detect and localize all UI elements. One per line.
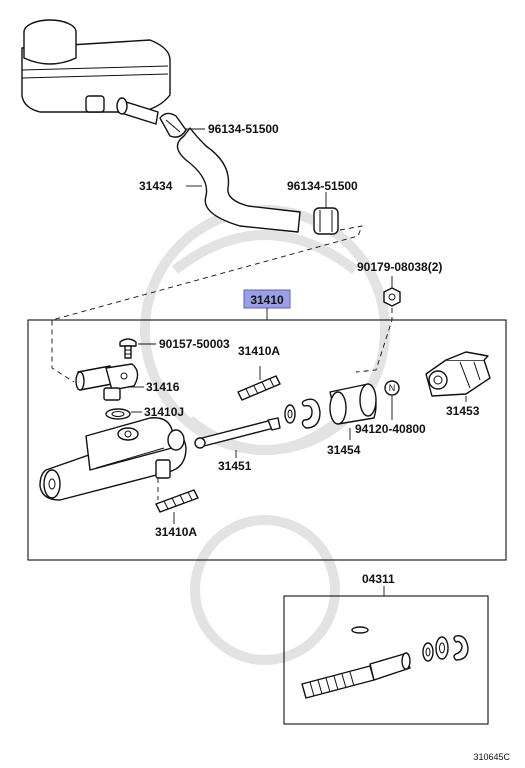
nut-dashline	[355, 308, 393, 373]
master-cylinder-body	[39, 417, 187, 501]
reservoir-union	[75, 363, 139, 401]
label-oring: 94120-40800	[355, 422, 426, 436]
label-boot: 31454	[327, 443, 361, 457]
label-clip-mid: 96134-51500	[287, 179, 358, 193]
nut-symbol-letter: N	[389, 383, 396, 393]
nut-symbol-n: N	[384, 380, 400, 396]
label-stud-upper: 31410A	[238, 344, 280, 358]
label-assembly: 31410	[250, 293, 284, 307]
label-nut: 90179-08038(2)	[357, 260, 442, 274]
kit-piston-assembly	[301, 652, 411, 699]
label-rod: 31451	[218, 459, 252, 473]
nut	[383, 287, 401, 307]
grommet-inner	[111, 411, 125, 417]
union-screw	[119, 338, 137, 359]
label-hose: 31434	[139, 179, 173, 193]
reservoir-hose	[176, 127, 301, 233]
hose-routing-dashline	[51, 225, 363, 383]
figure-code: 310645C	[473, 752, 510, 762]
clevis	[425, 351, 491, 397]
kit-washers	[422, 635, 469, 662]
stud-upper	[237, 375, 281, 401]
label-grommet: 31410J	[144, 405, 184, 419]
label-screw: 90157-50003	[159, 337, 230, 351]
assembly-frame	[27, 319, 507, 561]
hose-clip-middle	[313, 207, 339, 235]
label-union: 31416	[146, 380, 180, 394]
push-rod	[194, 417, 281, 449]
reservoir-tank	[21, 19, 171, 113]
kit-frame	[283, 595, 489, 725]
label-clevis: 31453	[446, 404, 480, 418]
label-stud-lower: 31410A	[155, 525, 197, 539]
rod-boot	[329, 383, 377, 425]
label-kit: 04311	[362, 572, 395, 586]
hose-clip-upper	[159, 112, 187, 138]
stud-lower	[155, 489, 199, 513]
grommet	[105, 408, 131, 420]
kit-oring	[351, 626, 369, 634]
reservoir-outlet-pipe	[116, 97, 159, 125]
washer-pair	[284, 398, 321, 429]
label-clip-top: 96134-51500	[208, 122, 279, 136]
